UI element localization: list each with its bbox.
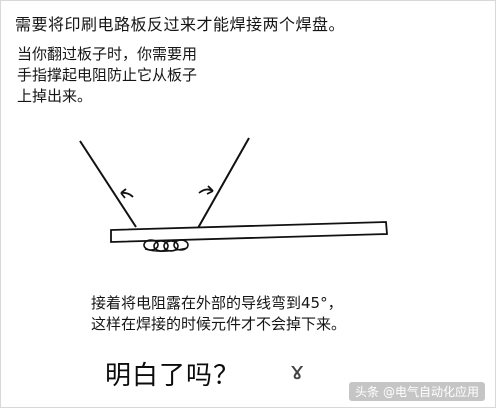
circuit-board	[110, 221, 388, 243]
right-resistor-lead	[197, 137, 250, 229]
instruction-1-line-1: 当你翻过板子时，你需要用	[17, 45, 198, 63]
instruction-2-line-2: 这样在焊接的时候元件才不会掉下来。	[91, 315, 347, 333]
watermark-handle: @电气自动化应用	[382, 385, 479, 399]
instruction-paragraph-1: 当你翻过板子时，你需要用 手指撑起电阻防止它从板子 上掉出来。	[17, 44, 197, 107]
watermark-brand: 头条	[354, 385, 379, 399]
instruction-1-line-2: 手指撑起电阻防止它从板子	[17, 66, 198, 84]
left-bend-arrow	[120, 188, 134, 199]
partial-character-mark: ɤ	[290, 357, 305, 385]
comic-title: 需要将印刷电路板反过来才能焊接两个焊盘。	[15, 15, 346, 34]
resistor-body	[143, 239, 189, 252]
left-resistor-lead	[79, 140, 137, 228]
right-bend-arrow	[198, 185, 214, 195]
instruction-2-line-1: 接着将电阻露在外部的导线弯到45°，	[91, 294, 343, 312]
watermark: 头条 @电气自动化应用	[348, 382, 485, 401]
question-caption: 明白了吗？	[105, 361, 241, 391]
instruction-1-line-3: 上掉出来。	[17, 87, 93, 105]
instruction-paragraph-2: 接着将电阻露在外部的导线弯到45°， 这样在焊接的时候元件才不会掉下来。	[91, 293, 346, 335]
